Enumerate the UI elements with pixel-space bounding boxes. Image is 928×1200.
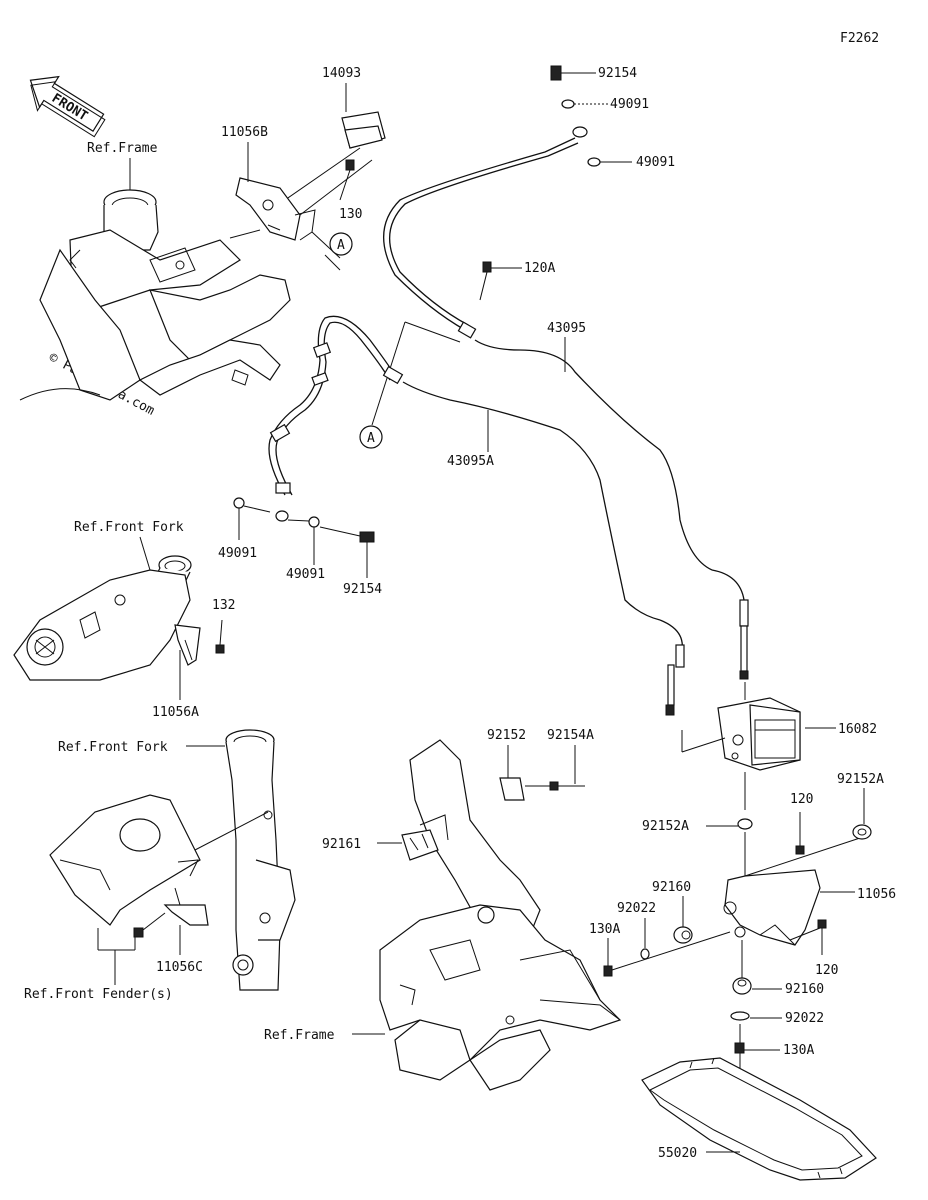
grommet-92152A-right xyxy=(852,824,872,840)
part-92154A: 92154A xyxy=(547,728,594,743)
bolt-130A-left xyxy=(603,931,731,977)
front-fork-leg xyxy=(225,729,296,991)
part-92022-top: 92022 xyxy=(617,901,656,916)
banjo-bolt-92154-left xyxy=(319,526,375,578)
bolt-120-top xyxy=(795,812,805,855)
washer-49091-top2 xyxy=(587,157,601,167)
brake-hose-43095A xyxy=(268,315,685,716)
ref-frame-top-label: Ref.Frame xyxy=(87,141,158,156)
part-11056B: 11056B xyxy=(221,125,268,140)
ref-frame-bottom-label: Ref.Frame xyxy=(264,1028,335,1043)
rubber-92160-top xyxy=(673,926,693,944)
front-fender xyxy=(49,794,201,926)
ref-front-fork-label-1: Ref.Front Fork xyxy=(74,520,184,535)
washer-92022-bottom xyxy=(730,1011,750,1021)
bolt-130-top xyxy=(339,159,355,201)
washer-92022-top xyxy=(640,948,650,960)
part-120-bottom: 120 xyxy=(815,963,838,978)
part-49091-left2: 49091 xyxy=(286,567,325,582)
banjo-bolt-92154-top xyxy=(550,65,596,81)
part-55020: 55020 xyxy=(658,1146,697,1161)
ref-front-fender-label: Ref.Front Fender(s) xyxy=(24,987,173,1002)
part-11056: 11056 xyxy=(857,887,896,902)
clamp-11056C xyxy=(133,887,209,938)
brake-hose-43095 xyxy=(383,126,749,680)
part-92161: 92161 xyxy=(322,837,361,852)
part-92152: 92152 xyxy=(487,728,526,743)
part-43095: 43095 xyxy=(547,321,586,336)
part-92160-bottom: 92160 xyxy=(785,982,824,997)
part-92152A-right: 92152A xyxy=(837,772,884,787)
bolt-130A-bottom xyxy=(734,1024,745,1054)
abs-unit-16082 xyxy=(717,697,801,771)
washer-49091-left1 xyxy=(233,497,245,509)
part-92160-top: 92160 xyxy=(652,880,691,895)
part-49091-top1: 49091 xyxy=(610,97,649,112)
frame-top-left xyxy=(19,189,291,401)
callout-a-bottom xyxy=(359,425,383,449)
diagram-id: F2262 xyxy=(840,31,879,46)
part-49091-top2: 49091 xyxy=(636,155,675,170)
bolt-120A xyxy=(479,261,522,301)
callout-a-bottom-label: A xyxy=(367,431,375,446)
part-92154-left: 92154 xyxy=(343,582,382,597)
bracket-14093 xyxy=(229,111,386,241)
front-arrow-icon: FRONT xyxy=(29,75,106,138)
part-92022-bottom: 92022 xyxy=(785,1011,824,1026)
part-120-top: 120 xyxy=(790,792,813,807)
part-130A-bottom: 130A xyxy=(783,1043,814,1058)
clip-92152 xyxy=(499,777,585,801)
part-43095A: 43095A xyxy=(447,454,494,469)
washer-49091-left2 xyxy=(308,516,320,528)
part-11056C: 11056C xyxy=(156,960,203,975)
part-92154-top: 92154 xyxy=(598,66,637,81)
ref-front-fork-label-2: Ref.Front Fork xyxy=(58,740,168,755)
callout-a-top-label: A xyxy=(337,238,345,253)
part-14093: 14093 xyxy=(322,66,361,81)
part-130-top: 130 xyxy=(339,207,362,222)
part-49091-left1: 49091 xyxy=(218,546,257,561)
part-130A-left: 130A xyxy=(589,922,620,937)
part-120A: 120A xyxy=(524,261,555,276)
bracket-11056 xyxy=(723,869,821,946)
cover-plate-55020 xyxy=(641,1057,877,1181)
grommet-92161 xyxy=(401,829,439,861)
washer-49091-top1 xyxy=(561,99,575,109)
frame-bottom xyxy=(379,739,622,1091)
front-fork-triple-clamp xyxy=(13,555,192,681)
part-132: 132 xyxy=(212,598,235,613)
part-92152A-mid: 92152A xyxy=(642,819,689,834)
clamp-11056A xyxy=(174,619,225,666)
callout-a-top xyxy=(329,232,353,256)
part-16082: 16082 xyxy=(838,722,877,737)
grommet-92152A-mid xyxy=(737,818,753,830)
part-11056A: 11056A xyxy=(152,705,199,720)
rubber-92160-bottom xyxy=(732,977,752,995)
bolt-120-bottom xyxy=(817,919,827,955)
